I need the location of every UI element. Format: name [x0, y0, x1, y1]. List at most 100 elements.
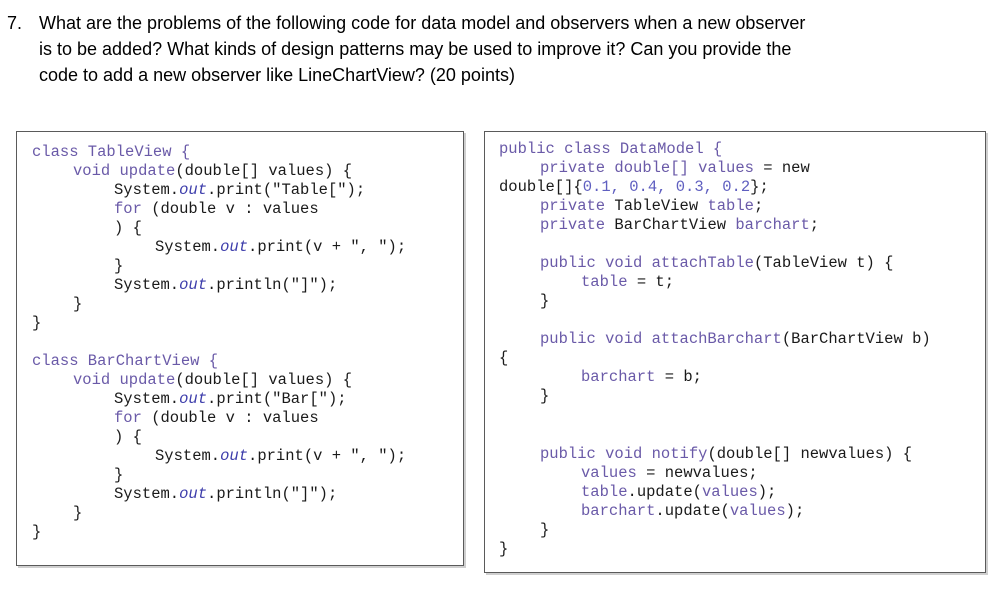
question-line-1: What are the problems of the following c…: [39, 13, 806, 33]
code-token: }: [540, 387, 550, 405]
method-name: void update: [73, 371, 176, 389]
code-line: }: [114, 257, 123, 276]
code-token: .println("]");: [207, 485, 338, 503]
code-line: public class DataModel {: [499, 140, 722, 159]
code-token: }: [114, 257, 124, 275]
code-token: = newvalues;: [636, 464, 758, 482]
code-token: = b;: [655, 368, 702, 386]
code-line: void update(double[] values) {: [73, 162, 352, 181]
code-token: {: [499, 349, 509, 367]
code-line: }: [540, 521, 549, 540]
method-signature: (double[] values) {: [175, 371, 353, 389]
method-name: public void attachTable: [540, 254, 754, 272]
question-line-3: code to add a new observer like LineChar…: [39, 65, 515, 85]
code-line: barchart.update(values);: [581, 502, 804, 521]
code-line: table.update(values);: [581, 483, 776, 502]
field-name: barchart: [581, 368, 656, 386]
code-token: };: [750, 178, 769, 196]
code-token: }: [499, 540, 509, 558]
code-line: System.out.println("]");: [114, 276, 337, 295]
code-token: ;: [753, 197, 764, 215]
class-declaration: public class DataModel {: [499, 140, 723, 158]
code-line: private double[] values = new: [540, 159, 810, 178]
code-token: out: [220, 238, 249, 256]
code-line: System.out.print(v + ", ");: [155, 447, 406, 466]
code-token: .print("Table[");: [207, 181, 366, 199]
code-token: System.: [114, 276, 180, 294]
code-token: TableView: [605, 197, 708, 215]
code-line: {: [499, 349, 508, 368]
code-line: System.out.print("Table[");: [114, 181, 365, 200]
code-token: ;: [809, 216, 820, 234]
question-line-2: is to be added? What kinds of design pat…: [39, 39, 792, 59]
code-token: System.: [155, 447, 221, 465]
code-token: private double[]: [540, 159, 699, 177]
code-line: table = t;: [581, 273, 674, 292]
code-line: }: [73, 295, 82, 314]
code-line: public void notify(double[] newvalues) {: [540, 445, 912, 464]
code-token: );: [785, 502, 805, 520]
method-signature: (double[] newvalues) {: [707, 445, 913, 463]
code-token: .print("Bar[");: [207, 390, 347, 408]
code-token: .update(: [627, 483, 702, 501]
method-signature: (double[] values) {: [175, 162, 353, 180]
method-signature: (TableView t) {: [753, 254, 894, 272]
class-declaration: class TableView {: [32, 143, 191, 161]
code-token: for: [114, 409, 142, 427]
code-token: out: [179, 485, 208, 503]
code-token: private: [540, 197, 606, 215]
method-name: void update: [73, 162, 176, 180]
code-token: = t;: [627, 273, 675, 291]
code-token: out: [179, 276, 208, 294]
code-line: class TableView {: [32, 143, 190, 162]
code-line: public void attachBarchart(BarChartView …: [540, 330, 931, 349]
code-line: System.out.print("Bar[");: [114, 390, 347, 409]
code-line: }: [499, 540, 508, 559]
code-line: double[]{0.1, 0.4, 0.3, 0.2};: [499, 178, 769, 197]
code-token: (double v : values: [141, 200, 319, 218]
code-token: }: [73, 504, 83, 522]
code-token: for: [114, 200, 142, 218]
code-token: = new: [753, 159, 810, 177]
class-declaration: class BarChartView {: [32, 352, 219, 370]
field-name: table: [707, 197, 754, 215]
field-name: barchart: [581, 502, 656, 520]
code-line: values = newvalues;: [581, 464, 758, 483]
question-text: What are the problems of the following c…: [39, 10, 959, 88]
code-line: }: [114, 466, 123, 485]
code-line: for (double v : values: [114, 200, 319, 219]
code-line: private BarChartView barchart;: [540, 216, 819, 235]
field-name: values: [698, 159, 754, 177]
code-token: System.: [114, 390, 180, 408]
code-token: out: [179, 181, 208, 199]
code-line: }: [540, 292, 549, 311]
code-token: ) {: [114, 428, 142, 446]
code-token: }: [32, 314, 42, 332]
code-token: }: [73, 295, 83, 313]
code-token: BarChartView: [605, 216, 736, 234]
code-token: }: [540, 292, 550, 310]
code-token: }: [540, 521, 550, 539]
code-token: private: [540, 216, 606, 234]
code-line: }: [32, 523, 41, 542]
code-token: (double v : values: [141, 409, 319, 427]
code-token: out: [179, 390, 208, 408]
array-values: 0.1, 0.4, 0.3, 0.2: [582, 178, 751, 196]
code-token: .print(v + ", ");: [248, 447, 407, 465]
method-name: public void attachBarchart: [540, 330, 782, 348]
code-token: System.: [114, 181, 180, 199]
code-token: System.: [114, 485, 180, 503]
field-name: values: [581, 464, 637, 482]
field-name: table: [581, 483, 628, 501]
code-line: ) {: [114, 219, 142, 238]
code-token: System.: [155, 238, 221, 256]
code-token: );: [757, 483, 777, 501]
code-token: out: [220, 447, 249, 465]
code-token: }: [114, 466, 124, 484]
datamodel-code-box: public class DataModel { private double[…: [484, 131, 986, 573]
code-token: .print(v + ", ");: [248, 238, 407, 256]
code-line: private TableView table;: [540, 197, 763, 216]
field-name: barchart: [735, 216, 810, 234]
code-token: double[]{: [499, 178, 583, 196]
code-line: System.out.print(v + ", ");: [155, 238, 406, 257]
